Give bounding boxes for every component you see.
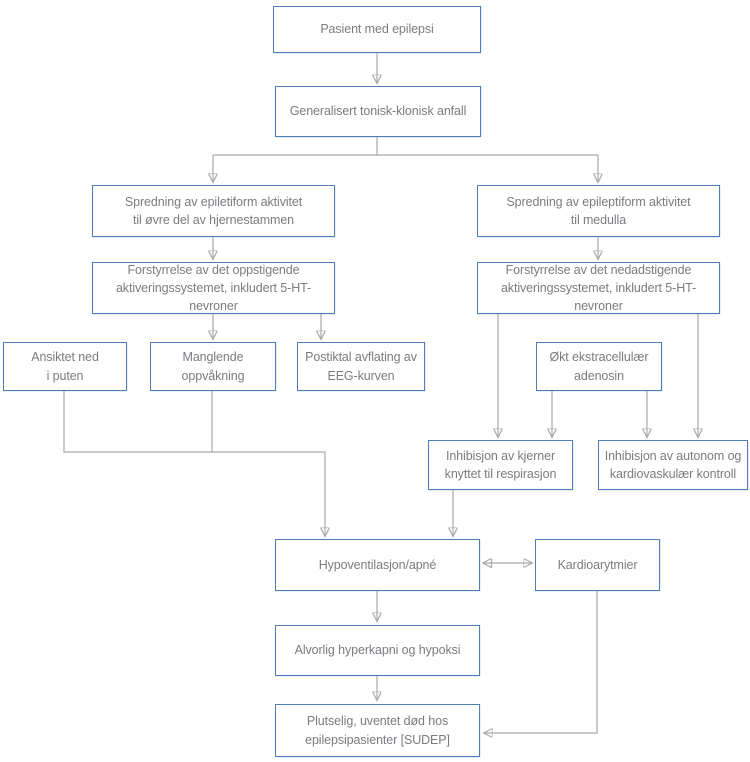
node-spredning-ovre-hjernestammen: Spredning av epiletiform aktivitet til ø… — [92, 185, 335, 237]
connector-ansiktet-to-hypoventilasjon — [63, 391, 325, 535]
node-sudep: Plutselig, uventet død hos epilepsipasie… — [275, 704, 480, 757]
node-inhibisjon-respirasjon: Inhibisjon av kjerner knyttet til respir… — [428, 440, 573, 490]
connector-kardioarytmier-to-sudep — [485, 591, 598, 733]
node-spredning-medulla: Spredning av epileptiform aktivitet til … — [477, 185, 720, 237]
node-okt-ekstracellulaer-adenosin: Økt ekstracellulær adenosin — [536, 342, 662, 391]
connector-gtk-split — [213, 137, 598, 156]
node-pasient-med-epilepsi: Pasient med epilepsi — [273, 6, 481, 53]
node-generalisert-tonisk-klonisk-anfall: Generalisert tonisk-klonisk anfall — [275, 86, 481, 137]
node-hypoventilasjon-apne: Hypoventilasjon/apné — [275, 539, 480, 591]
node-ansiktet-ned-i-puten: Ansiktet ned i puten — [3, 342, 127, 391]
node-forstyrrelse-oppstigende: Forstyrrelse av det oppstigende aktiveri… — [92, 262, 335, 314]
node-manglende-oppvakning: Manglende oppvåkning — [150, 342, 276, 391]
node-inhibisjon-autonom-kardiovaskulaer: Inhibisjon av autonom og kardiovaskulær … — [598, 440, 748, 490]
node-forstyrrelse-nedadstigende: Forstyrrelse av det nedadstigende aktive… — [477, 262, 720, 314]
node-postiktal-avflating-eeg: Postiktal avflating av EEG-kurven — [297, 342, 425, 391]
node-kardioarytmier: Kardioarytmier — [535, 539, 660, 591]
node-alvorlig-hyperkapni-hypoksi: Alvorlig hyperkapni og hypoksi — [275, 625, 480, 676]
